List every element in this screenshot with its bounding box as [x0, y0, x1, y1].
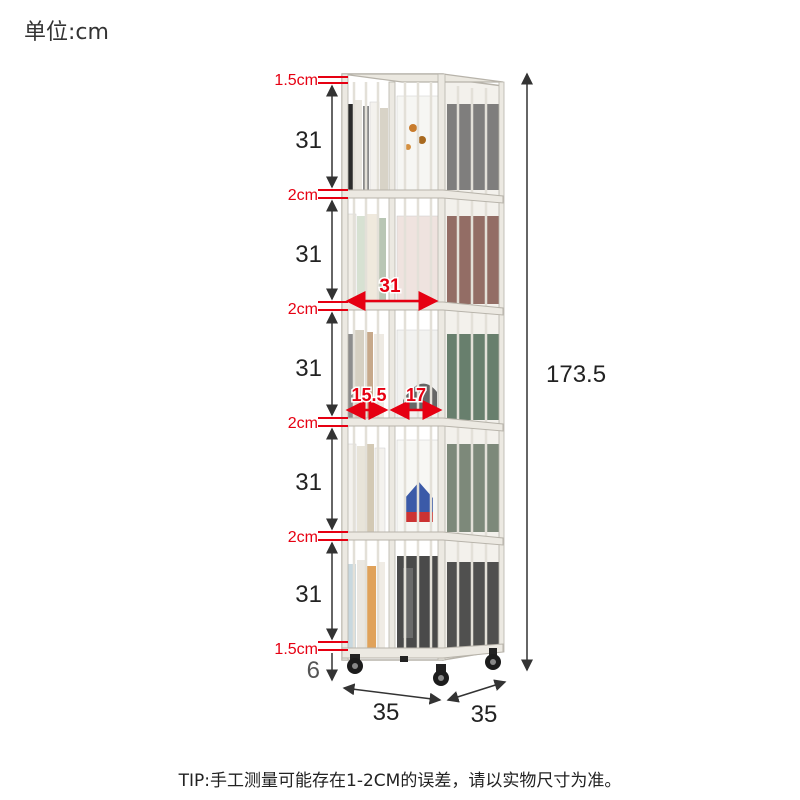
- label-sep-4: 2cm: [288, 529, 318, 546]
- total-height-label: 173.5: [546, 361, 606, 388]
- label-tier-3: 31: [295, 355, 322, 382]
- inner-width-label: 31: [379, 276, 401, 297]
- label-sep-3: 2cm: [288, 415, 318, 432]
- label-sep-2: 2cm: [288, 301, 318, 318]
- compartment-left-label: 15.5: [351, 385, 386, 405]
- front-bars: [352, 82, 433, 650]
- label-sep-1: 2cm: [288, 187, 318, 204]
- rotating-bookshelf: [341, 73, 505, 686]
- unit-label: 单位:cm: [24, 20, 109, 45]
- base-dimensions: 35 35: [342, 679, 507, 728]
- label-tier-1: 31: [295, 127, 322, 154]
- caster-wheels: [347, 648, 501, 686]
- base-depth-label: 35: [471, 701, 498, 728]
- compartment-right-label: 17: [406, 385, 426, 405]
- label-wheels: 6: [307, 657, 320, 684]
- label-top-gap: 1.5cm: [274, 72, 318, 89]
- side-bars: [456, 86, 488, 650]
- total-height-dimension: 173.5: [521, 72, 606, 672]
- height-dimension-chain: 1.5cm 2cm 2cm 2cm 2cm 1.5cm 31 31 31 31 …: [274, 72, 348, 684]
- label-tier-4: 31: [295, 469, 322, 496]
- inner-dimensions: 31 15.5 17: [345, 275, 443, 420]
- label-tier-2: 31: [295, 241, 322, 268]
- label-tier-5: 31: [295, 581, 322, 608]
- measurement-tip: TIP:手工测量可能存在1-2CM的误差，请以实物尺寸为准。: [178, 771, 622, 791]
- base-width-label: 35: [373, 699, 400, 726]
- label-bottom-gap: 1.5cm: [274, 641, 318, 658]
